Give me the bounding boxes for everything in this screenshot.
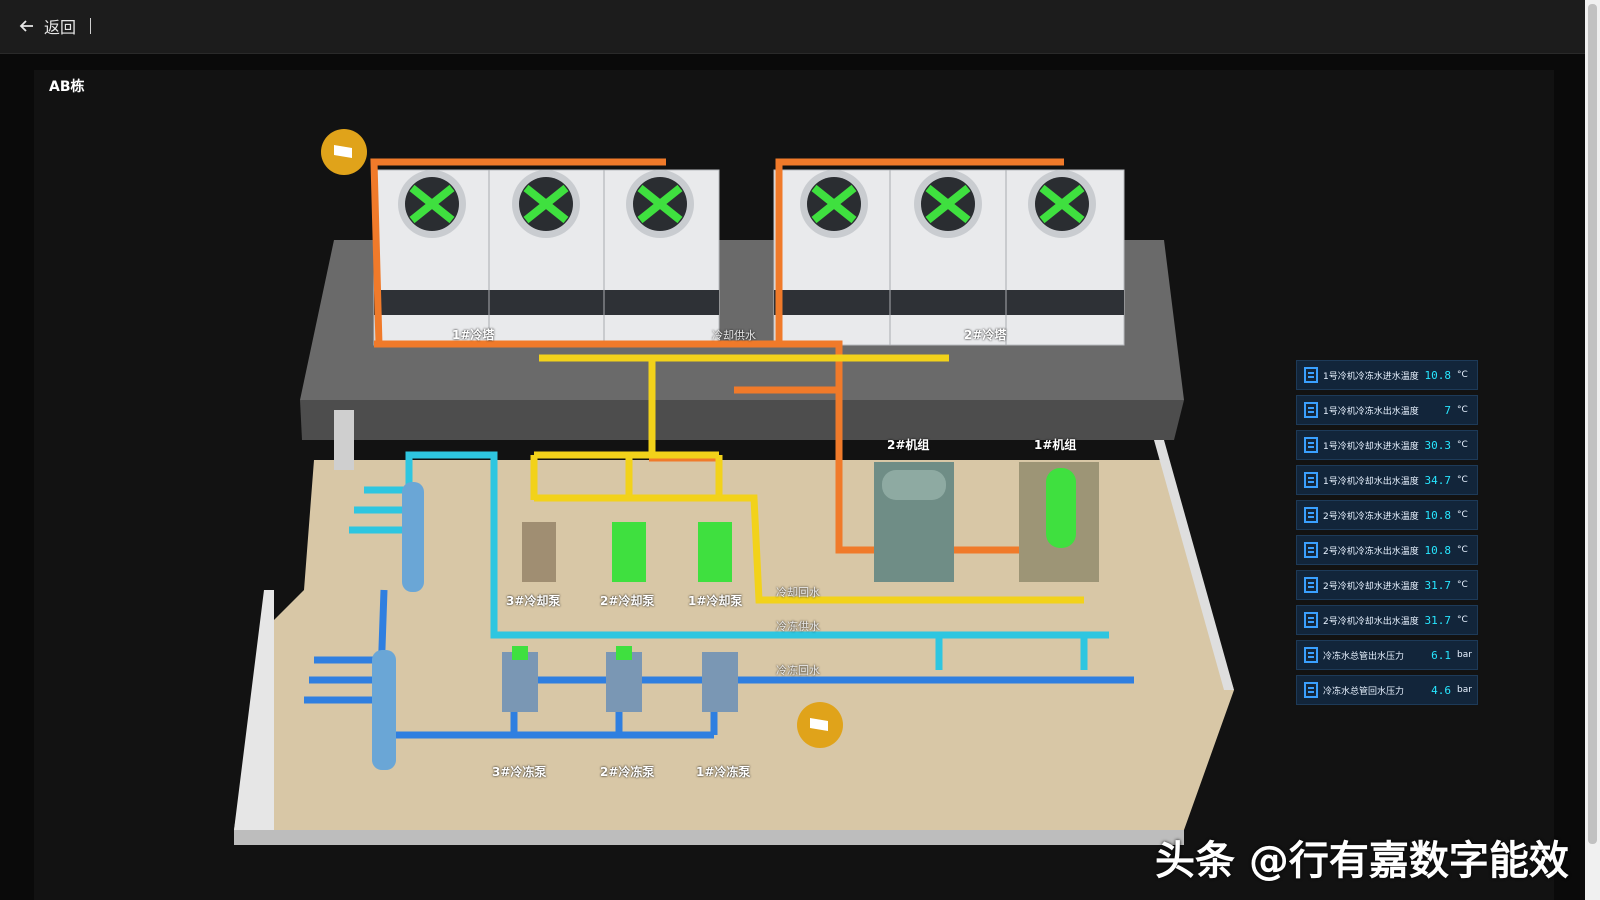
back-button[interactable]: 返回: [18, 14, 76, 38]
reading-unit: °C: [1457, 580, 1468, 590]
chilled-pump-2: [606, 646, 642, 712]
scene-canvas: AB栋: [34, 70, 1554, 900]
reading-name: 1号冷机冷冻水进水温度: [1323, 371, 1419, 382]
reading-row[interactable]: 1号冷机冷冻水进水温度 10.8 °C: [1296, 360, 1478, 390]
reading-value: 31.7: [1424, 613, 1452, 627]
reading-name: 2号冷机冷冻水出水温度: [1323, 546, 1419, 557]
cooling-return-pipe: [530, 354, 1084, 604]
camera-icon: [321, 129, 367, 175]
reading-row[interactable]: 1号冷机冷冻水出水温度 7 °C: [1296, 395, 1478, 425]
fan-icon: [1028, 170, 1096, 238]
reading-name: 1号冷机冷却水进水温度: [1323, 441, 1419, 452]
reading-row[interactable]: 2号冷机冷却水出水温度 31.7 °C: [1296, 605, 1478, 635]
reading-row[interactable]: 冷冻水总管出水压力 6.1 bar: [1296, 640, 1478, 670]
meter-icon: [1304, 612, 1318, 628]
cooling-pump-1: [698, 522, 732, 582]
reading-unit: bar: [1457, 685, 1472, 695]
back-label: 返回: [44, 18, 77, 37]
reading-value: 10.8: [1424, 508, 1452, 522]
fan-icon: [914, 170, 982, 238]
fan-icon: [800, 170, 868, 238]
meter-icon: [1304, 367, 1318, 383]
cooling-tower-1: [373, 169, 720, 346]
reading-unit: °C: [1457, 440, 1468, 450]
meter-icon: [1304, 682, 1318, 698]
reading-unit: bar: [1457, 650, 1472, 660]
meter-icon: [1304, 507, 1318, 523]
sensor-readings-panel: 1号冷机冷冻水进水温度 10.8 °C 1号冷机冷冻水出水温度 7 °C 1号冷机冷却水…: [1296, 360, 1478, 710]
cooling-pump-2: [612, 522, 646, 582]
tower-1-label: 1#冷塔: [452, 328, 495, 342]
chilled-pump-1-label: 1#冷冻泵: [696, 765, 751, 779]
chilled-return-label: 冷冻回水: [776, 664, 820, 677]
watermark: 头条 @行有嘉数字能效: [1155, 838, 1569, 884]
plant-room-scene: [234, 129, 1234, 845]
reading-row[interactable]: 1号冷机冷却水出水温度 34.7 °C: [1296, 465, 1478, 495]
chilled-supply-header: [402, 482, 424, 592]
chiller-2-label: 2#机组: [887, 438, 930, 452]
chilled-supply-pipe: [349, 451, 1109, 670]
reading-value: 10.8: [1424, 368, 1452, 382]
reading-row[interactable]: 1号冷机冷却水进水温度 30.3 °C: [1296, 430, 1478, 460]
fan-icon: [626, 170, 694, 238]
back-arrow-icon: [19, 20, 33, 32]
chilled-return-header: [372, 650, 396, 770]
cooling-pump-2-label: 2#冷却泵: [600, 594, 655, 608]
fan-icon: [512, 170, 580, 238]
chilled-pump-3-label: 3#冷冻泵: [492, 765, 547, 779]
meter-icon: [1304, 472, 1318, 488]
meter-icon: [1304, 437, 1318, 453]
meter-icon: [1304, 647, 1318, 663]
camera-icon: [797, 702, 843, 748]
reading-unit: °C: [1457, 545, 1468, 555]
reading-name: 2号冷机冷冻水进水温度: [1323, 511, 1419, 522]
cooling-pump-3: [522, 522, 556, 582]
reading-unit: °C: [1457, 370, 1468, 380]
cooling-pump-3-label: 3#冷却泵: [506, 594, 561, 608]
chilled-pump-3: [502, 646, 538, 712]
cooling-supply-label: 冷却供水: [712, 329, 756, 342]
reading-value: 34.7: [1424, 473, 1452, 487]
vertical-scrollbar[interactable]: [1585, 0, 1600, 900]
cooling-return-label: 冷却回水: [776, 586, 820, 599]
tower-2-label: 2#冷塔: [964, 328, 1007, 342]
cooling-tower-2: [773, 169, 1125, 346]
reading-name: 2号冷机冷却水出水温度: [1323, 616, 1419, 627]
reading-unit: °C: [1457, 475, 1468, 485]
meter-icon: [1304, 577, 1318, 593]
reading-name: 2号冷机冷却水进水温度: [1323, 581, 1419, 592]
reading-unit: °C: [1457, 510, 1468, 520]
reading-value: 6.1: [1431, 648, 1451, 662]
reading-name: 冷冻水总管出水压力: [1323, 651, 1405, 662]
chilled-supply-label: 冷冻供水: [776, 620, 820, 633]
reading-name: 1号冷机冷冻水出水温度: [1323, 406, 1419, 417]
cooling-pump-1-label: 1#冷却泵: [688, 594, 743, 608]
reading-unit: °C: [1457, 615, 1468, 625]
chilled-pump-2-label: 2#冷冻泵: [600, 765, 655, 779]
fan-icon: [398, 170, 466, 238]
chiller-1-label: 1#机组: [1034, 438, 1077, 452]
reading-name: 冷冻水总管回水压力: [1323, 686, 1405, 697]
chiller-2: [874, 462, 954, 582]
reading-value: 7: [1444, 403, 1451, 417]
chiller-1: [1019, 462, 1099, 582]
reading-row[interactable]: 2号冷机冷冻水进水温度 10.8 °C: [1296, 500, 1478, 530]
chilled-pump-1: [702, 652, 738, 712]
reading-row[interactable]: 2号冷机冷却水进水温度 31.7 °C: [1296, 570, 1478, 600]
reading-row[interactable]: 冷冻水总管回水压力 4.6 bar: [1296, 675, 1478, 705]
reading-value: 4.6: [1431, 683, 1451, 697]
reading-value: 31.7: [1424, 578, 1452, 592]
reading-unit: °C: [1457, 405, 1468, 415]
meter-icon: [1304, 402, 1318, 418]
scrollbar-thumb[interactable]: [1588, 4, 1597, 844]
reading-value: 30.3: [1424, 438, 1452, 452]
meter-icon: [1304, 542, 1318, 558]
reading-value: 10.8: [1424, 543, 1452, 557]
reading-name: 1号冷机冷却水出水温度: [1323, 476, 1419, 487]
building-title: AB栋: [49, 79, 85, 95]
nav-divider: [90, 18, 91, 34]
top-bar: 返回: [0, 0, 1585, 54]
reading-row[interactable]: 2号冷机冷冻水出水温度 10.8 °C: [1296, 535, 1478, 565]
